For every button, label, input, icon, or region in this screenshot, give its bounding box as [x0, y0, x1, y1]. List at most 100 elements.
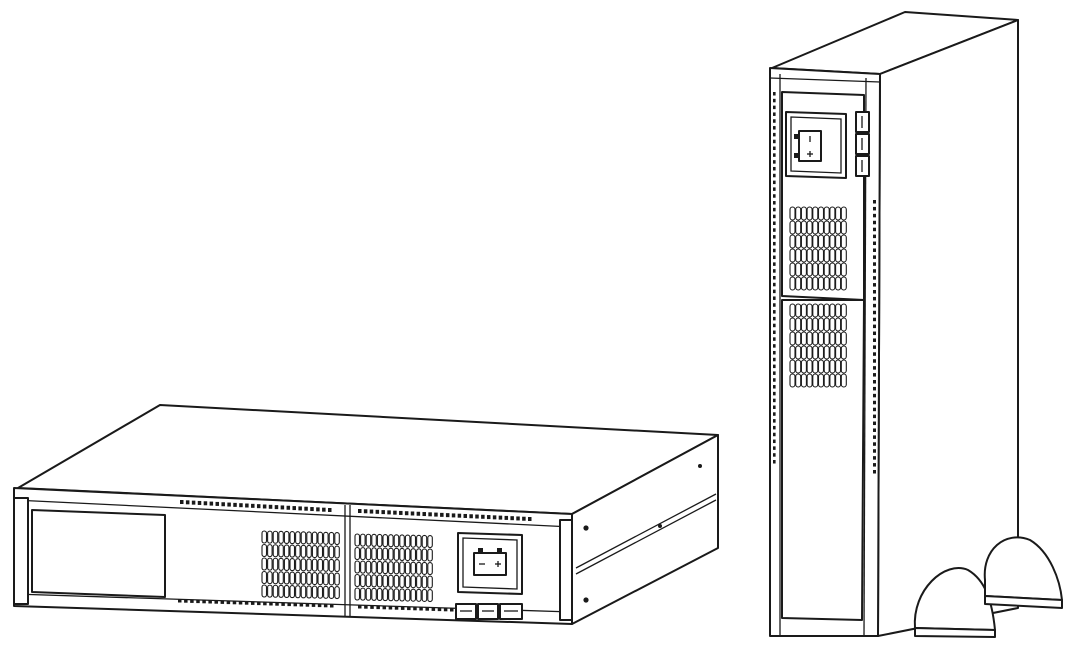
vent-slot	[354, 546, 361, 561]
vent-slot	[267, 584, 273, 598]
vent-hole	[481, 514, 485, 519]
vent-slot	[328, 585, 335, 599]
vent-hole	[428, 512, 432, 517]
vent-slot	[278, 557, 284, 571]
vent-slot	[382, 588, 389, 602]
vent-hole	[773, 385, 776, 389]
vent-slot	[840, 276, 847, 291]
tower-stand-foot-front	[913, 567, 996, 638]
vent-slot	[789, 345, 796, 360]
vent-hole	[469, 514, 473, 519]
vent-slot	[829, 262, 836, 277]
vent-hole	[404, 511, 409, 516]
vent-slot	[421, 548, 428, 562]
vent-slot	[795, 220, 802, 235]
vent-hole	[492, 515, 497, 520]
vent-slot	[817, 345, 825, 360]
vent-slot	[272, 530, 279, 544]
vent-slot	[835, 373, 842, 388]
vent-slot	[278, 544, 284, 558]
vent-slot	[311, 545, 318, 559]
vent-hole	[269, 602, 273, 606]
vent-slot	[404, 588, 411, 602]
vent-slot	[267, 530, 273, 544]
vent-slot	[388, 561, 394, 575]
vent-slot	[835, 234, 842, 249]
tower-side-panel	[877, 19, 1019, 637]
vent-hole	[873, 428, 876, 432]
vent-hole	[773, 207, 776, 212]
vent-hole	[773, 405, 776, 409]
vent-slot	[421, 588, 428, 602]
vent-slot	[410, 561, 417, 575]
vent-slot	[376, 547, 383, 561]
vent-slot	[840, 206, 847, 221]
vent-hole	[773, 235, 776, 239]
vent-slot	[399, 561, 405, 575]
vent-slot	[416, 548, 422, 562]
vent-slot	[823, 345, 830, 360]
vent-slot	[840, 345, 847, 360]
vent-slot	[823, 276, 830, 291]
rack-vent-grid-right	[354, 533, 433, 603]
vent-slot	[376, 587, 383, 602]
vent-hole	[245, 503, 249, 508]
vent-hole	[873, 456, 876, 460]
vent-slot	[789, 359, 796, 374]
rack-display-panel	[457, 532, 523, 595]
rack-bottom-vent-strip	[358, 605, 454, 612]
vent-slot	[823, 262, 830, 277]
vent-slot	[354, 560, 361, 574]
vent-hole	[773, 296, 776, 300]
vent-slot	[323, 531, 329, 545]
vent-hole	[873, 310, 876, 315]
vent-slot	[800, 359, 807, 374]
vent-slot	[812, 303, 819, 318]
vent-slot	[382, 574, 389, 588]
vent-slot	[427, 548, 433, 562]
vent-slot	[806, 359, 813, 374]
vent-hole	[221, 502, 225, 507]
vent-hole	[873, 324, 876, 329]
vent-slot	[840, 220, 847, 235]
vent-slot	[812, 331, 819, 346]
vent-hole	[215, 501, 220, 506]
vent-slot	[829, 317, 836, 332]
vent-hole	[185, 500, 190, 505]
vent-slot	[295, 531, 301, 545]
vent-slot	[823, 373, 830, 388]
vent-slot	[795, 359, 802, 374]
vent-slot	[289, 531, 296, 545]
vent-slot	[427, 575, 433, 589]
vent-slot	[365, 547, 372, 561]
vent-hole	[773, 269, 776, 273]
vent-slot	[795, 373, 802, 388]
vent-slot	[300, 571, 307, 585]
vent-slot	[334, 532, 340, 546]
vent-slot	[360, 533, 366, 547]
rack-control-buttons	[455, 603, 523, 620]
vent-slot	[388, 588, 394, 602]
vent-slot	[823, 234, 830, 249]
vent-hole	[873, 435, 876, 439]
tower-vent-grid-lower	[789, 303, 847, 388]
vent-hole	[510, 516, 514, 521]
vent-hole	[358, 509, 362, 513]
vent-hole	[773, 146, 776, 151]
vent-slot	[806, 234, 813, 249]
vent-slot	[835, 331, 842, 346]
vent-hole	[773, 201, 776, 205]
rack-top-vent-strip	[180, 500, 332, 512]
vent-hole	[773, 432, 776, 437]
vent-hole	[382, 605, 387, 610]
vent-slot	[416, 561, 422, 575]
vent-slot	[835, 303, 842, 318]
vent-hole	[773, 180, 776, 185]
rack-bottom-vent-strip	[178, 599, 334, 608]
vent-slot	[388, 574, 394, 588]
vent-hole	[413, 606, 417, 611]
vent-slot	[427, 562, 433, 576]
vent-slot	[817, 234, 825, 249]
vent-hole	[873, 359, 876, 363]
rack-unit	[13, 404, 719, 625]
